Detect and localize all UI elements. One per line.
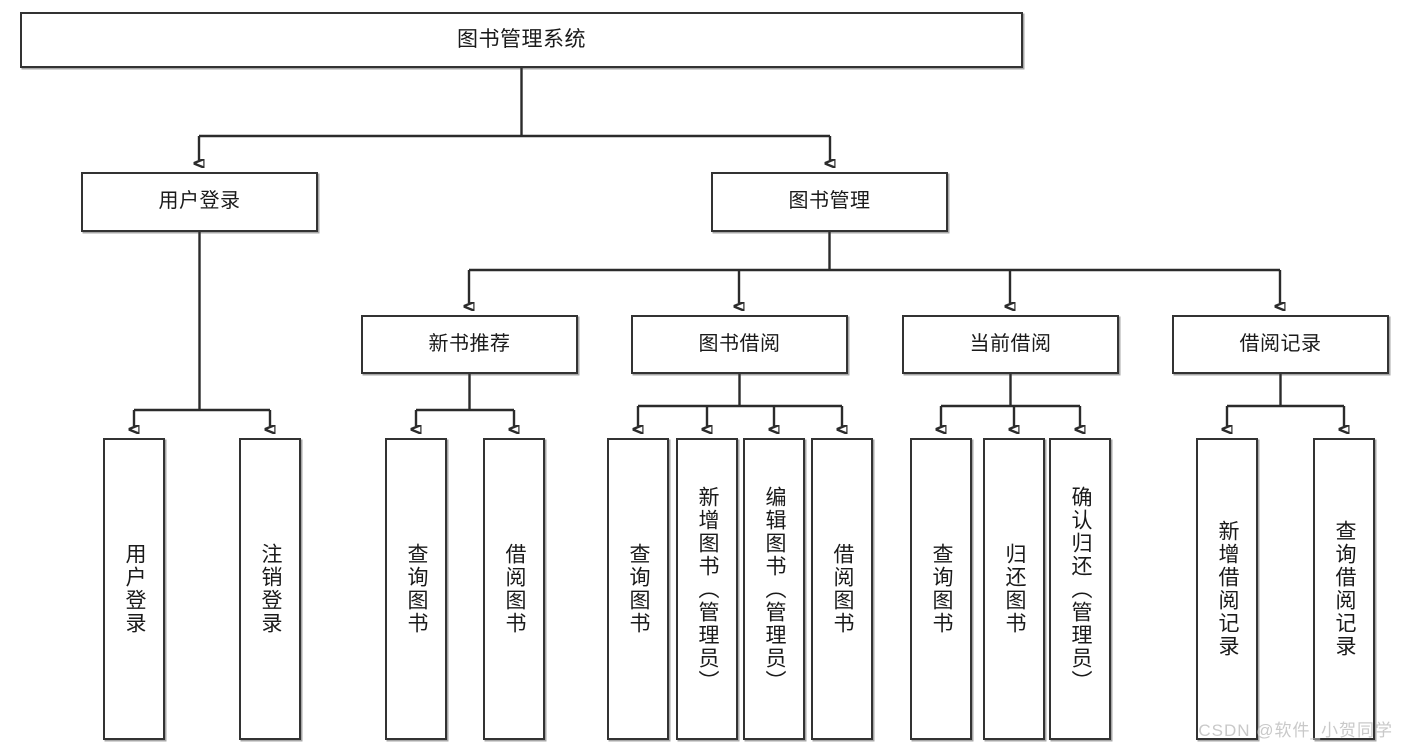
node-leaf-query-record[interactable]: 查询借阅记录 (1313, 438, 1375, 740)
node-leaf-borrow-book-1-label: 借阅图书 (503, 543, 527, 635)
node-root-label: 图书管理系统 (457, 27, 586, 51)
node-root[interactable]: 图书管理系统 (20, 12, 1023, 68)
node-book-borrow[interactable]: 图书借阅 (631, 315, 848, 374)
node-leaf-user-login-label: 用户登录 (123, 543, 147, 635)
node-leaf-borrow-book-2-label: 借阅图书 (831, 543, 855, 635)
node-leaf-borrow-book-2[interactable]: 借阅图书 (811, 438, 873, 740)
node-leaf-return-book[interactable]: 归还图书 (983, 438, 1045, 740)
node-leaf-confirm-return[interactable]: 确认归还（管理员） (1049, 438, 1111, 740)
node-leaf-user-logout[interactable]: 注销登录 (239, 438, 301, 740)
node-new-book-recommend[interactable]: 新书推荐 (361, 315, 578, 374)
node-borrow-records-label: 借阅记录 (1239, 332, 1322, 355)
node-leaf-query-book-1-label: 查询图书 (405, 543, 429, 635)
node-leaf-query-book-1[interactable]: 查询图书 (385, 438, 447, 740)
node-current-borrow-label: 当前借阅 (969, 332, 1052, 355)
node-leaf-user-logout-label: 注销登录 (259, 543, 283, 635)
node-leaf-query-book-3-label: 查询图书 (930, 543, 954, 635)
node-book-management-label: 图书管理 (788, 190, 871, 213)
node-leaf-borrow-book-1[interactable]: 借阅图书 (483, 438, 545, 740)
node-leaf-query-record-label: 查询借阅记录 (1333, 520, 1357, 658)
node-leaf-edit-book-label: 编辑图书（管理员） (763, 485, 787, 693)
node-leaf-add-record-label: 新增借阅记录 (1216, 520, 1240, 658)
node-leaf-user-login[interactable]: 用户登录 (103, 438, 165, 740)
node-leaf-query-book-2-label: 查询图书 (627, 543, 651, 635)
node-user-login-label: 用户登录 (158, 190, 241, 213)
node-user-login[interactable]: 用户登录 (81, 172, 318, 232)
node-book-management[interactable]: 图书管理 (711, 172, 948, 232)
node-leaf-return-book-label: 归还图书 (1003, 543, 1027, 635)
node-leaf-query-book-2[interactable]: 查询图书 (607, 438, 669, 740)
node-leaf-add-book[interactable]: 新增图书（管理员） (676, 438, 738, 740)
node-leaf-query-book-3[interactable]: 查询图书 (910, 438, 972, 740)
node-current-borrow[interactable]: 当前借阅 (902, 315, 1119, 374)
node-leaf-edit-book[interactable]: 编辑图书（管理员） (743, 438, 805, 740)
node-leaf-add-book-label: 新增图书（管理员） (696, 485, 720, 693)
node-leaf-add-record[interactable]: 新增借阅记录 (1196, 438, 1258, 740)
node-book-borrow-label: 图书借阅 (698, 332, 781, 355)
node-borrow-records[interactable]: 借阅记录 (1172, 315, 1389, 374)
node-leaf-confirm-return-label: 确认归还（管理员） (1069, 485, 1093, 693)
node-new-book-recommend-label: 新书推荐 (428, 332, 511, 355)
